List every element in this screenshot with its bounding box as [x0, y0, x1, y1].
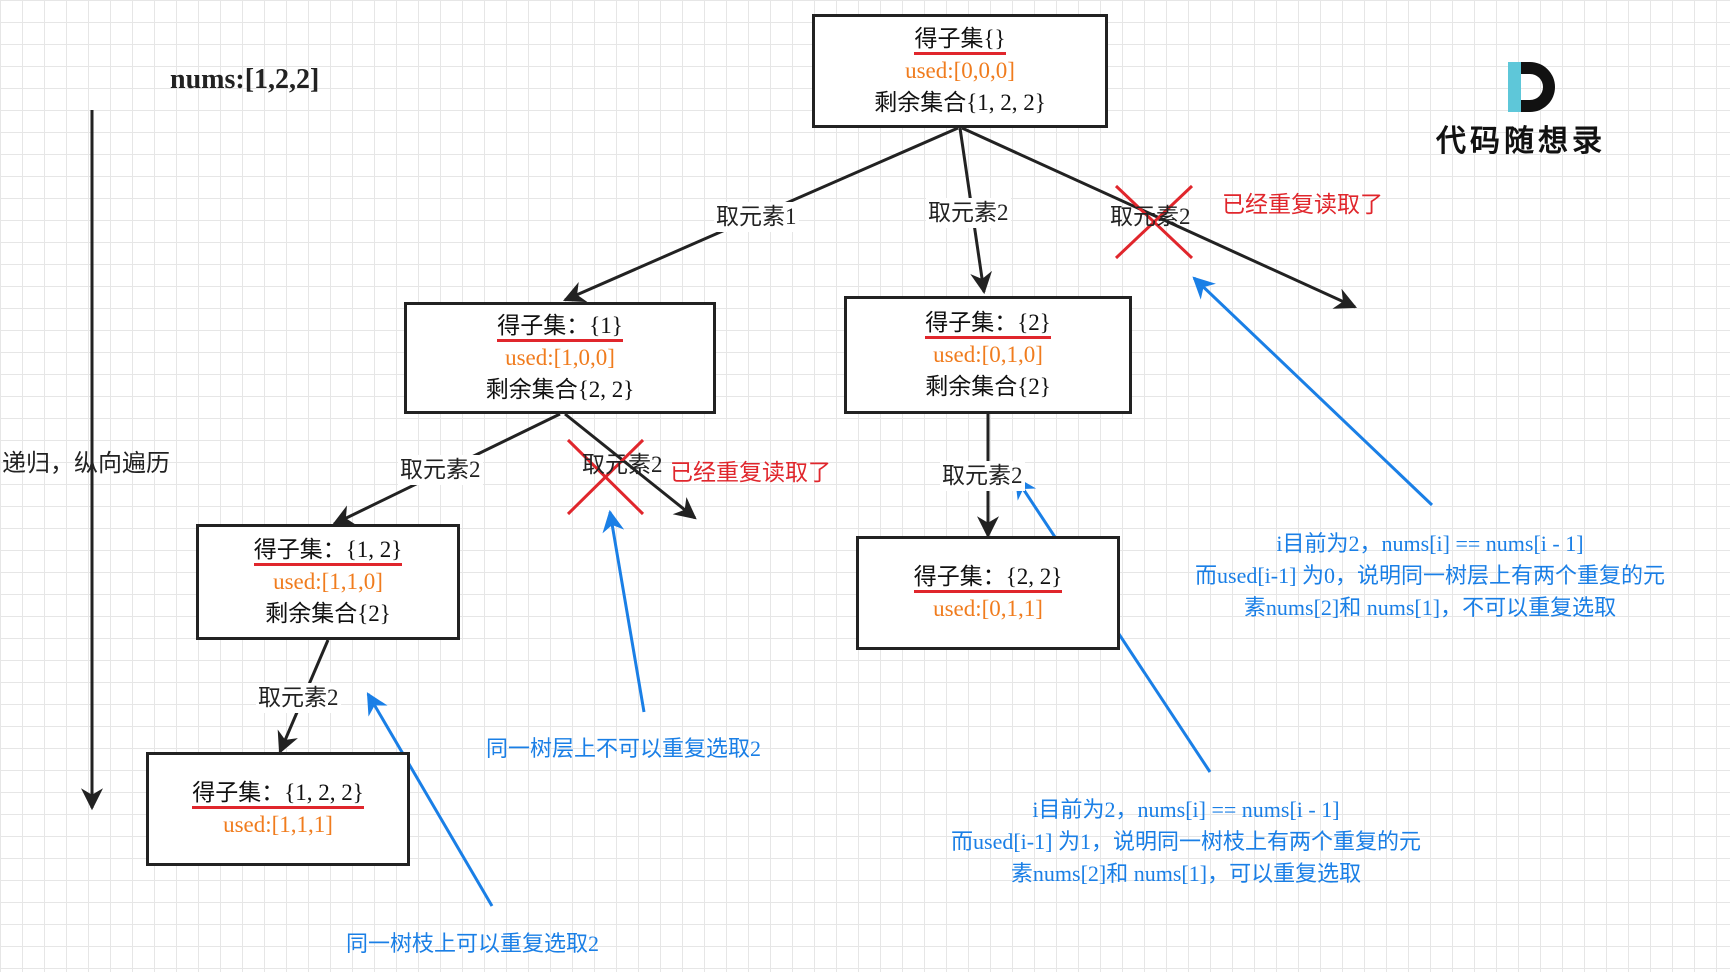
recursion-side-label: 递归，纵向遍历 [2, 451, 170, 477]
note-branch-explain-line-3: 素nums[2]和 nums[1]，可以重复选取 [1010, 861, 1362, 886]
node-root-used: used:[0,0,0] [905, 58, 1015, 83]
edge-label-root-take-2: 取元素2 [926, 198, 1011, 228]
edge-label-n1-take-2-dup: 取元素2 [582, 452, 663, 477]
blue-arrow-branch-bottom [366, 692, 494, 907]
duplicate-cross-top [1114, 184, 1194, 260]
note-level-explain-line-1: i目前为2，nums[i] == nums[i - 1] [1276, 531, 1584, 556]
node-subset-1-2-subset: 得子集：{1, 2} [253, 537, 403, 566]
duplicate-text-top: 已经重复读取了 [1222, 192, 1383, 217]
node-subset-2-remaining: 剩余集合{2} [925, 374, 1051, 399]
node-subset-1-2-used: used:[1,1,0] [273, 569, 383, 594]
note-tree-level: 同一树层上不可以重复选取2 [486, 736, 762, 761]
edge-n1-to-dup [564, 412, 697, 520]
node-subset-1-subset: 得子集：{1} [497, 313, 623, 342]
note-level-explain: i目前为2，nums[i] == nums[i - 1] 而used[i-1] … [1150, 528, 1710, 624]
blue-arrow-level-top [1192, 276, 1434, 507]
node-subset-1-2-2: 得子集：{1, 2, 2} used:[1,1,1] [146, 752, 410, 866]
edge-label-root-take-1: 取元素1 [714, 202, 799, 232]
note-level-explain-line-2: 而used[i-1] 为0，说明同一树层上有两个重复的元 [1195, 563, 1665, 588]
node-subset-1-2-remaining: 剩余集合{2} [265, 601, 391, 626]
node-subset-2: 得子集：{2} used:[0,1,0] 剩余集合{2} [844, 296, 1132, 414]
duplicate-text-mid: 已经重复读取了 [670, 460, 831, 485]
duplicate-cross-mid [566, 438, 645, 516]
note-tree-branch: 同一树枝上可以重复选取2 [346, 931, 600, 956]
edge-label-n12-take-2: 取元素2 [256, 683, 341, 713]
blue-arrow-level-mid [602, 509, 646, 713]
edge-label-n2-take-2: 取元素2 [940, 461, 1025, 491]
node-subset-1-remaining: 剩余集合{2, 2} [485, 377, 635, 402]
brand-text: 代码随想录 [1436, 124, 1606, 159]
note-branch-explain-line-2: 而used[i-1] 为1，说明同一树枝上有两个重复的元 [951, 829, 1421, 854]
node-subset-2-used: used:[0,1,0] [933, 342, 1043, 367]
edge-label-n1-take-2: 取元素2 [398, 455, 483, 485]
node-root: 得子集{} used:[0,0,0] 剩余集合{1, 2, 2} [812, 14, 1108, 128]
note-level-explain-line-3: 素nums[2]和 nums[1]，不可以重复选取 [1243, 595, 1617, 620]
node-subset-2-2: 得子集：{2, 2} used:[0,1,1] [856, 536, 1120, 650]
node-subset-1: 得子集：{1} used:[1,0,0] 剩余集合{2, 2} [404, 302, 716, 414]
node-subset-2-subset: 得子集：{2} [925, 310, 1051, 339]
brand-logo-icon [1508, 62, 1555, 112]
node-subset-1-used: used:[1,0,0] [505, 345, 615, 370]
note-branch-explain-line-1: i目前为2，nums[i] == nums[i - 1] [1032, 797, 1340, 822]
node-subset-1-2-2-used: used:[1,1,1] [223, 812, 333, 837]
node-root-subset: 得子集{} [914, 26, 1006, 55]
node-subset-1-2: 得子集：{1, 2} used:[1,1,0] 剩余集合{2} [196, 524, 460, 640]
edge-label-root-take-2-dup: 取元素2 [1110, 204, 1191, 229]
node-subset-1-2-2-subset: 得子集：{1, 2, 2} [192, 780, 364, 809]
node-root-remaining: 剩余集合{1, 2, 2} [874, 90, 1046, 115]
note-branch-explain: i目前为2，nums[i] == nums[i - 1] 而used[i-1] … [906, 794, 1466, 890]
node-subset-2-2-used: used:[0,1,1] [933, 596, 1043, 621]
nums-title: nums:[1,2,2] [170, 64, 320, 95]
node-subset-2-2-subset: 得子集：{2, 2} [913, 564, 1063, 593]
